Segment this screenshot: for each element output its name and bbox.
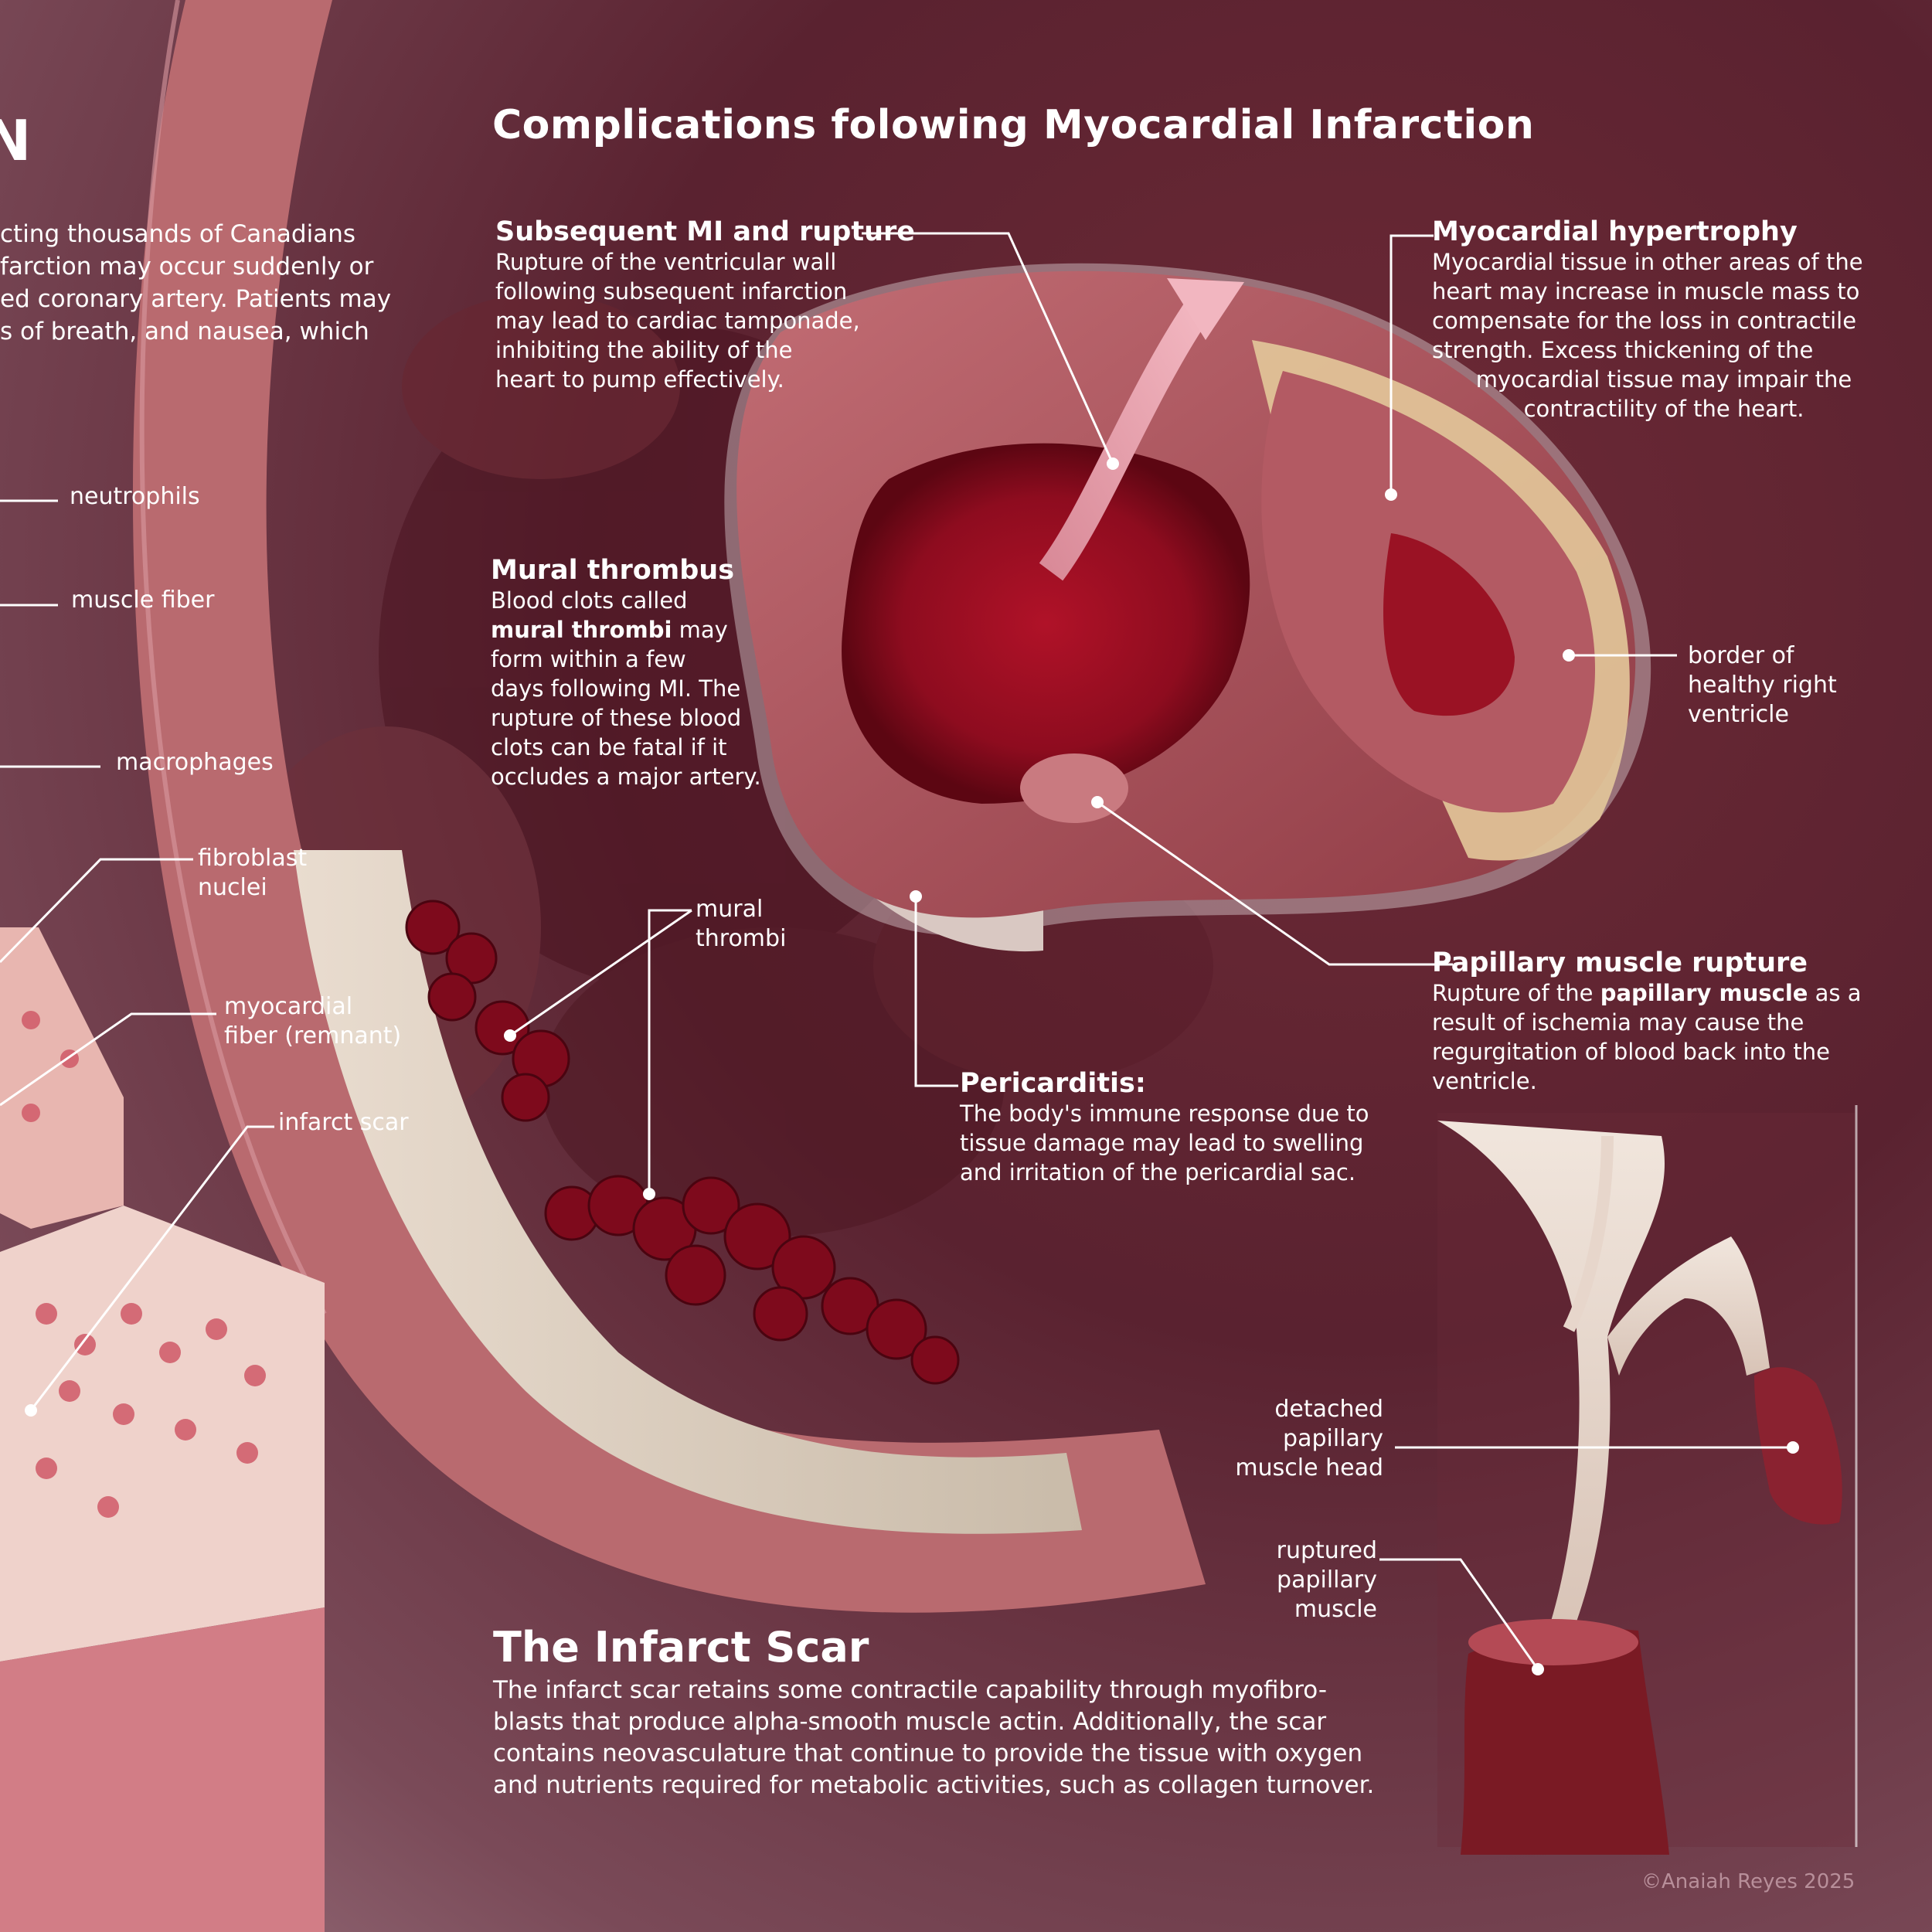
leader-lines [0,232,1793,1670]
infarct-scar-heading: The Infarct Scar [493,1623,869,1672]
papillary-text: Rupture of the papillary muscle as a res… [1432,980,1862,1094]
tissue-block-illustration [0,927,325,1932]
papillary-heading: Papillary muscle rupture [1432,947,1808,978]
thrombus-heading: Mural thrombus [491,555,735,586]
credit: ©Anaiah Reyes 2025 [1641,1870,1855,1893]
mural-thrombi-illustration [405,900,960,1385]
label-neutrophils: neutrophils [70,483,200,510]
label-infarct-scar: infarct scar [278,1109,409,1136]
page-title: Complications folowing Myocardial Infarc… [492,102,1535,148]
thrombus-text: Blood clots called mural thrombi may for… [491,587,761,790]
label-muscle-fiber: muscle fiber [71,587,215,614]
hypertrophy-text: Myocardial tissue in other areas of the … [1432,249,1863,422]
pericarditis-heading: Pericarditis: [960,1068,1146,1099]
label-ruptured-papillary: ruptured papillary muscle [1276,1537,1377,1623]
rupture-heading: Subsequent MI and rupture [495,216,915,247]
left-heading-fragment: N [0,108,32,173]
section-rupture: Subsequent MI and rupture Rupture of the… [495,216,915,394]
section-thrombus: Mural thrombus Blood clots called mural … [491,555,761,791]
leader-dots [25,457,1799,1675]
left-intro-text: cting thousands of Canadians farction ma… [0,220,392,345]
section-pericarditis: Pericarditis: The body's immune response… [960,1068,1369,1187]
label-border-right-ventricle: border of healthy right ventricle [1688,642,1837,728]
section-hypertrophy: Myocardial hypertrophy Myocardial tissue… [1432,216,1896,423]
infarct-scar-text: The infarct scar retains some contractil… [493,1676,1375,1799]
section-infarct-scar: The Infarct Scar The infarct scar retain… [493,1623,1374,1801]
heart-cross-section-illustration [724,263,1651,952]
rupture-text: Rupture of the ventricular wall followin… [495,249,860,393]
section-papillary: Papillary muscle rupture Rupture of the … [1432,947,1862,1096]
label-detached-papillary: detached papillary muscle head [1235,1396,1383,1481]
label-macrophages: macrophages [116,749,274,776]
hypertrophy-heading: Myocardial hypertrophy [1432,216,1798,247]
pericarditis-text: The body's immune response due to tissue… [960,1100,1369,1185]
ventricular-wall-illustration [132,0,1206,1613]
papillary-inset-illustration [1437,1105,1858,1855]
